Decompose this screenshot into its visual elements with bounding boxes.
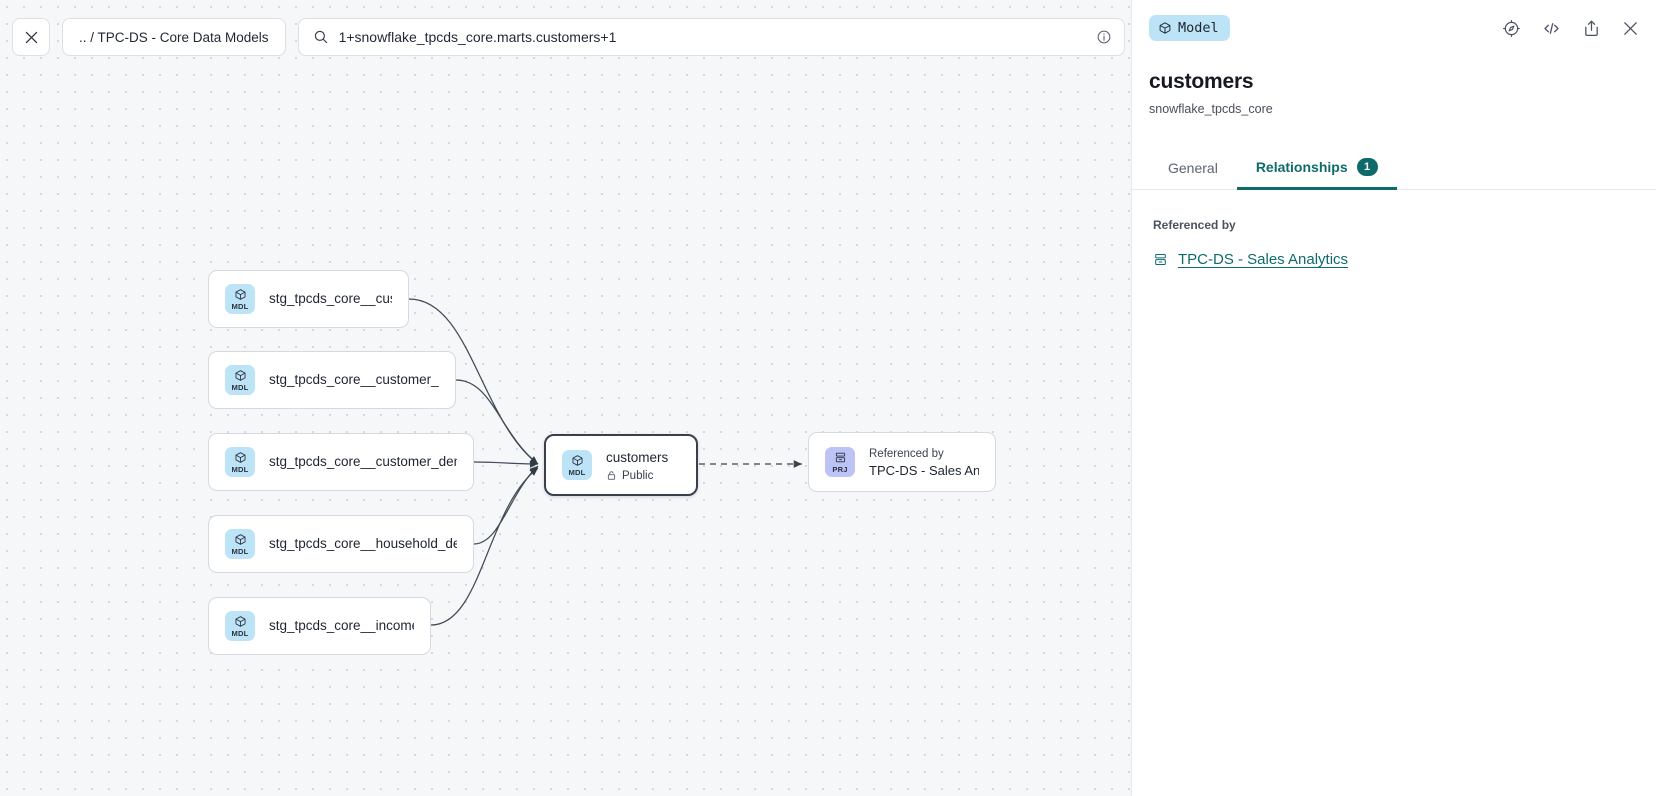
node-title: stg_tpcds_core__customer_address [269,372,439,387]
details-panel: Model [1131,0,1656,796]
graph-node[interactable]: MDL stg_tpcds_core__customer_address [208,351,456,409]
badge-text: PRJ [832,464,848,474]
node-title: stg_tpcds_core__customer_demogra… [269,454,457,469]
cube-icon [571,454,584,468]
node-title: stg_tpcds_core__customer [269,291,392,306]
page-title: customers [1149,70,1254,93]
node-body: stg_tpcds_core__customer [269,290,392,308]
resource-type-chip[interactable]: Model [1149,15,1230,41]
chip-label: Model [1178,20,1219,36]
model-badge: MDL [225,529,255,559]
node-title: stg_tpcds_core__income_band [269,618,414,633]
model-badge: MDL [225,284,255,314]
close-icon [23,29,40,46]
tab-label: Relationships [1255,159,1348,175]
graph-layer: MDL stg_tpcds_core__customer MDL [208,270,996,655]
node-body: stg_tpcds_core__customer_demogra… [269,453,457,471]
close-lineage-button[interactable] [12,18,50,56]
relationships-section: Referenced by TPC-DS - Sales Analytics [1132,190,1656,268]
graph-node[interactable]: MDL stg_tpcds_core__customer [208,270,409,328]
drawer-icon [1153,252,1168,267]
cube-icon [234,615,247,629]
reference-link[interactable]: TPC-DS - Sales Analytics [1178,251,1349,268]
node-body: stg_tpcds_core__income_band [269,617,414,635]
graph-node-project[interactable]: PRJ Referenced by TPC-DS - Sales Analyti… [808,432,996,492]
model-badge: MDL [225,611,255,641]
search-value: 1+snowflake_tpcds_core.marts.customers+1 [338,29,617,45]
badge-text: MDL [231,382,249,392]
graph-node-focused[interactable]: MDL customers Public [544,434,698,496]
badge-text: MDL [231,464,249,474]
info-circle-icon[interactable] [1096,29,1112,45]
panel-toolbar: Model [1132,0,1656,56]
badge-text: MDL [231,546,249,556]
model-badge: MDL [562,450,592,480]
node-body: customers Public [606,449,668,482]
panel-subtitle: snowflake_tpcds_core [1149,102,1273,116]
cube-icon [234,288,247,302]
badge-text: MDL [231,301,249,311]
node-visibility-label: Public [622,469,654,482]
tab-label: General [1168,160,1218,176]
explore-icon[interactable] [1502,19,1521,38]
node-body: stg_tpcds_core__customer_address [269,371,439,389]
lock-icon [606,470,617,481]
drawer-icon [834,451,847,465]
panel-header: customers snowflake_tpcds_core [1132,56,1656,116]
cube-icon [1158,21,1172,35]
panel-action-group [1502,18,1640,39]
lineage-search-input[interactable]: 1+snowflake_tpcds_core.marts.customers+1 [297,18,1125,56]
share-icon[interactable] [1582,19,1601,38]
node-visibility: Public [606,470,668,482]
node-body: stg_tpcds_core__household_demogr… [269,535,457,553]
node-title: stg_tpcds_core__household_demogr… [269,536,457,551]
breadcrumb-label: .. / TPC-DS - Core Data Models [79,29,269,45]
cube-icon [234,369,247,383]
project-badge: PRJ [825,447,855,477]
cube-icon [234,533,247,547]
section-label: Referenced by [1153,218,1236,232]
graph-edges [408,298,802,626]
node-body: Referenced by TPC-DS - Sales Analytics [869,444,979,480]
canvas-toolbar: .. / TPC-DS - Core Data Models 1+snowfla… [12,18,1131,56]
badge-text: MDL [568,467,586,477]
list-item[interactable]: TPC-DS - Sales Analytics [1153,251,1639,268]
lineage-canvas[interactable]: .. / TPC-DS - Core Data Models 1+snowfla… [0,0,1131,796]
tab-general[interactable]: General [1149,151,1237,190]
model-badge: MDL [225,365,255,395]
tab-count-badge: 1 [1356,158,1378,176]
panel-tabs: General Relationships 1 [1132,148,1656,190]
code-icon[interactable] [1541,18,1562,39]
node-title: TPC-DS - Sales Analytics [869,463,979,478]
graph-node[interactable]: MDL stg_tpcds_core__income_band [208,597,431,655]
search-icon [313,29,329,45]
model-badge: MDL [225,447,255,477]
graph-node[interactable]: MDL stg_tpcds_core__customer_demogra… [208,433,474,491]
node-title: customers [606,449,669,465]
node-eyebrow: Referenced by [869,448,944,460]
tab-relationships[interactable]: Relationships 1 [1236,149,1397,190]
badge-text: MDL [231,628,249,638]
cube-icon [234,451,247,465]
breadcrumb[interactable]: .. / TPC-DS - Core Data Models [62,18,286,56]
graph-node[interactable]: MDL stg_tpcds_core__household_demogr… [208,515,474,573]
close-icon[interactable] [1621,19,1640,38]
